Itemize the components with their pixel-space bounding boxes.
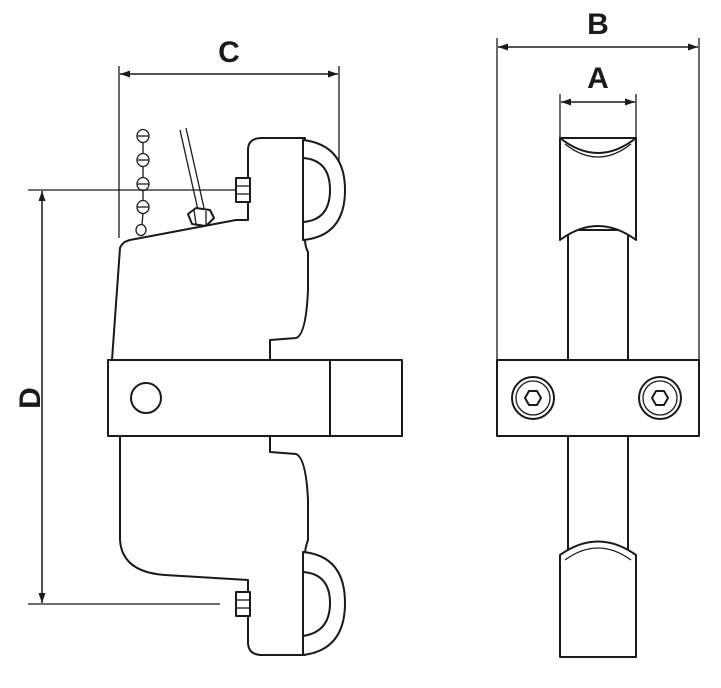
upper-bolt: [235, 177, 251, 203]
main-body: [111, 137, 309, 361]
lower-body: [119, 435, 309, 656]
lower-roller: [559, 540, 637, 658]
dim-c-label: C: [218, 36, 240, 69]
dim-a-label: A: [587, 62, 609, 95]
side-view: C D: [14, 36, 403, 656]
upper-roller: [559, 137, 637, 241]
dim-d-label: D: [14, 387, 47, 409]
lower-u-bracket: [302, 551, 346, 656]
cable: [179, 127, 205, 211]
right-socket-bolt: [638, 376, 682, 420]
chain: [135, 128, 150, 237]
clamp-hole: [130, 382, 162, 414]
dim-b-label: B: [587, 8, 609, 41]
upper-u-bracket: [302, 139, 346, 241]
lower-bolt: [235, 591, 251, 617]
left-socket-bolt: [511, 376, 555, 420]
front-view: B A: [496, 8, 700, 658]
clamp-block: [107, 359, 403, 437]
cable-nut: [187, 207, 215, 227]
